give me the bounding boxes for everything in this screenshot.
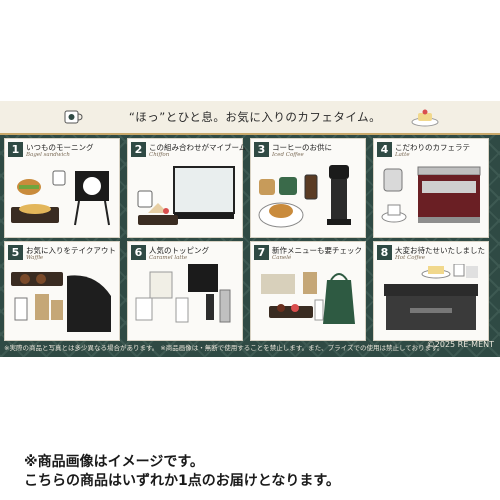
product-card-5: 5 お気に入りをテイクアウト Waffle	[4, 241, 120, 341]
cake-plate-icon	[411, 109, 439, 127]
card-number: 3	[254, 142, 269, 157]
product-card-3: 3 コーヒーのお供に Iced Coffee	[250, 138, 366, 238]
topping-set-illustration	[135, 264, 231, 323]
card-subtitle: Caramel latte	[149, 255, 188, 261]
card-subtitle: Waffle	[26, 255, 44, 261]
product-card-6: 6 人気のトッピング Caramel latte	[127, 241, 243, 341]
card-title: お気に入りをテイクアウト	[26, 246, 116, 255]
product-card-8: 8 大変お待たせいたしました Hot Coffee	[373, 241, 489, 341]
card-number: 5	[8, 245, 23, 260]
card-title: この組み合わせがマイブーム	[149, 143, 247, 152]
chiffon-set-illustration	[137, 166, 235, 225]
card-title: コーヒーのお供に	[272, 143, 332, 152]
card-number: 6	[131, 245, 146, 260]
takeout-set-illustration	[11, 272, 111, 332]
card-subtitle: Canelé	[272, 255, 292, 261]
bagel-set-illustration	[11, 170, 110, 226]
card-number: 4	[377, 142, 392, 157]
banner-header: “ほっ”とひと息。お気に入りのカフェタイム。	[0, 101, 500, 135]
copyright: ©2025 RE-MENT	[426, 340, 494, 349]
product-card-7: 7 新作メニューも要チェック Canelé	[250, 241, 366, 341]
card-title: 新作メニューも要チェック	[272, 246, 362, 255]
card-subtitle: Hot Coffee	[395, 255, 425, 261]
card-subtitle: Latte	[395, 152, 410, 158]
canele-set-illustration	[261, 272, 355, 324]
card-subtitle: Chiffon	[149, 152, 170, 158]
card-number: 8	[377, 245, 392, 260]
product-card-4: 4 こだわりのカフェラテ Latte	[373, 138, 489, 238]
iced-coffee-set-illustration	[258, 165, 351, 228]
banner-disclaimer: ※実際の商品と写真とは多少異なる場合があります。 ※商品画像は・無断で使用するこ…	[4, 344, 444, 352]
product-card-1: 1 いつものモーニング Bagel sandwich	[4, 138, 120, 238]
card-number: 7	[254, 245, 269, 260]
counter-illustration	[384, 264, 478, 330]
card-subtitle: Bagel sandwich	[26, 152, 70, 158]
product-card-2: 2 この組み合わせがマイブーム Chiffon	[127, 138, 247, 238]
card-number: 2	[131, 142, 146, 157]
card-title: いつものモーニング	[26, 143, 94, 152]
card-number: 1	[8, 142, 23, 157]
card-title: こだわりのカフェラテ	[395, 143, 470, 152]
product-banner: “ほっ”とひと息。お気に入りのカフェタイム。 1 いつものモーニング Bagel…	[0, 101, 500, 357]
coffee-cup-icon	[64, 110, 83, 124]
card-title: 人気のトッピング	[149, 246, 209, 255]
card-subtitle: Iced Coffee	[272, 152, 304, 158]
note-line-1: ※商品画像はイメージです。	[24, 454, 204, 470]
note-line-2: こちらの商品はいずれか1点のお届けとなります。	[24, 473, 340, 489]
banner-title: “ほっ”とひと息。お気に入りのカフェタイム。	[128, 110, 382, 124]
card-title: 大変お待たせいたしました	[395, 246, 485, 255]
espresso-machine-illustration	[381, 166, 481, 223]
